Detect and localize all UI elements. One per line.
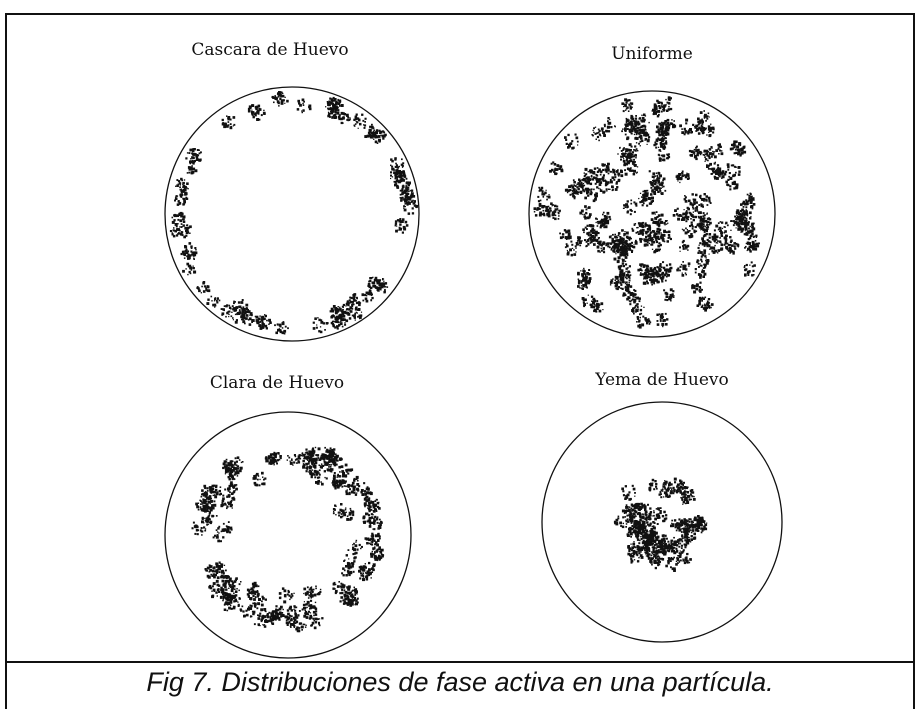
panel-title-yema: Yema de Huevo	[595, 370, 729, 390]
panel-title-uniforme: Uniforme	[611, 44, 693, 64]
particle-outline-uniforme	[528, 90, 776, 338]
figure-panel-box	[5, 13, 915, 663]
active-phase-clusters-clara	[191, 446, 385, 633]
panel-yema	[541, 401, 783, 643]
active-phase-clusters-cascara	[169, 91, 418, 335]
panel-cascara	[164, 86, 420, 342]
panel-title-clara: Clara de Huevo	[209, 373, 345, 393]
active-phase-clusters-yema	[613, 477, 708, 572]
particle-outline-clara	[164, 411, 412, 659]
figure-caption: Fig 7. Distribuciones de fase activa en …	[146, 667, 774, 697]
panel-clara	[164, 411, 412, 659]
particle-outline-cascara	[164, 86, 420, 342]
panel-title-cascara: Cascara de Huevo	[191, 40, 349, 60]
particle-outline-yema	[541, 401, 783, 643]
active-phase-clusters-uniforme	[533, 96, 760, 329]
caption-box: Fig 7. Distribuciones de fase activa en …	[5, 661, 915, 709]
panel-uniforme	[528, 90, 776, 338]
